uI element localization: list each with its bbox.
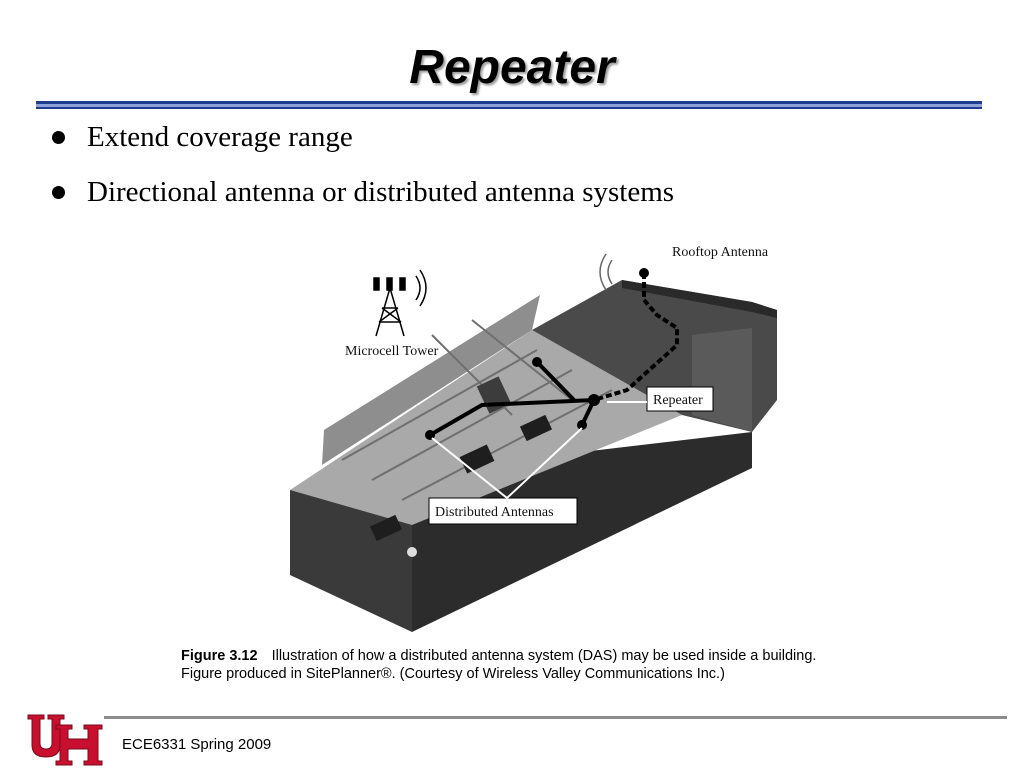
distributed-pointer [431,437,508,499]
distributed-antenna-node [532,357,542,367]
rooftop-signal-icon [599,253,613,291]
title-underline [36,101,982,109]
distributed-antenna-node [577,420,587,430]
das-building-figure: Rooftop Antenna Microcell Tower Repeater… [290,245,777,632]
label-microcell-tower: Microcell Tower [345,344,439,359]
repeater-node [588,394,600,406]
floor-room-dark [519,414,553,442]
tower-block [692,328,752,432]
label-box-distributed [428,497,578,525]
microcell-tower-icon [373,269,427,337]
footer-text: ECE6331 Spring 2009 [122,736,272,753]
floor-room-dark [369,514,403,542]
label-rooftop-antenna: Rooftop Antenna [672,245,769,260]
distribution-cable [429,397,598,437]
label-repeater: Repeater [653,393,703,408]
caption-line-1: Illustration of how a distributed antenn… [271,648,817,664]
riser-cable [593,273,679,402]
wall-antenna-icon [407,547,417,557]
rooftop-antenna-node [639,268,649,278]
figure-number: Figure 3.12 [181,648,258,664]
bullet-text: Extend coverage range [87,121,353,153]
figure-caption: Figure 3.12 Illustration of how a distrib… [181,647,941,683]
caption-line-2: Figure produced in SitePlanner®. (Courte… [181,666,725,682]
label-distributed-antennas: Distributed Antennas [435,505,554,520]
bullet-dot-icon [52,131,65,144]
bullet-list: Extend coverage range Directional antenn… [50,117,674,227]
footer-rule [104,716,1007,719]
uh-logo-icon [27,714,103,766]
building-back-wall [322,295,540,465]
room-partitions [341,319,613,501]
bullet-text: Directional antenna or distributed anten… [87,176,675,208]
building-floor [290,330,682,525]
slide-title: Repeater [409,41,615,94]
bullet-item: Directional antenna or distributed anten… [50,172,674,212]
bullet-dot-icon [52,186,65,199]
distributed-pointer [506,427,583,499]
distribution-cable [535,360,576,402]
bullet-item: Extend coverage range [50,117,674,157]
roof-edge [622,280,777,318]
label-box-repeater [646,386,714,412]
